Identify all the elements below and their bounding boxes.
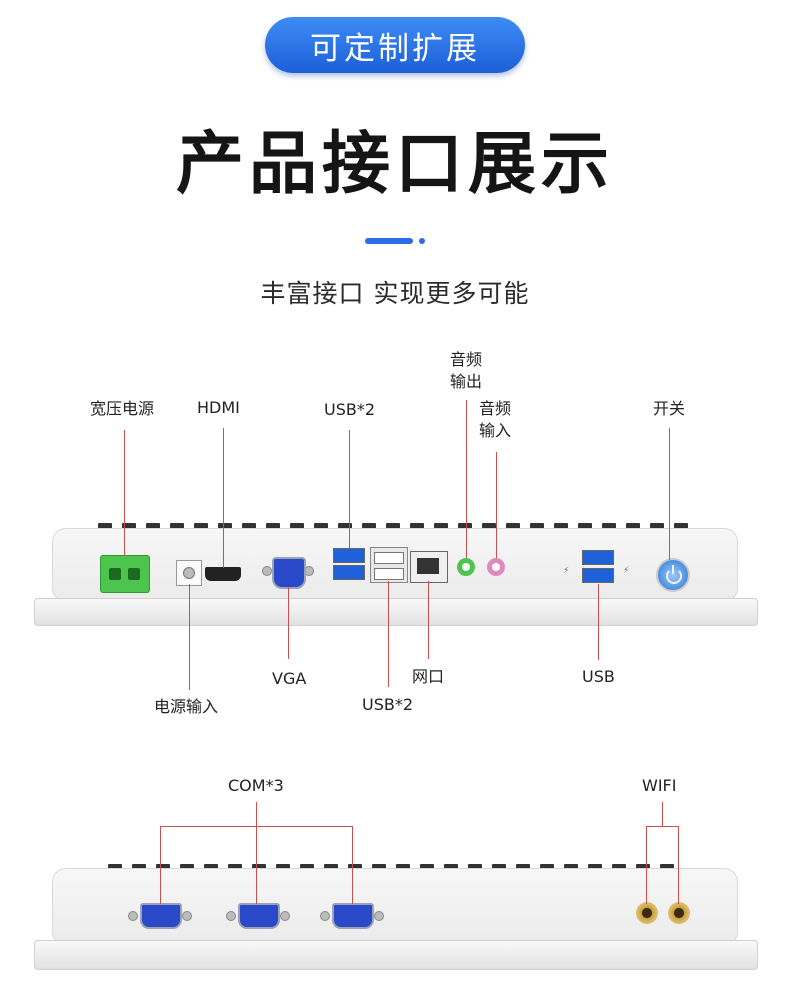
label-power-switch: 开关	[653, 399, 686, 418]
dc-power-input-jack	[176, 560, 202, 586]
label-audio-out: 音频 输出	[450, 350, 483, 391]
label-hdmi: HDMI	[197, 398, 240, 417]
usb-symbol-icon-2: ⚡	[623, 566, 630, 576]
power-button[interactable]	[656, 558, 690, 592]
label-usb-bottom: USB*2	[362, 695, 414, 714]
customizable-badge: 可定制扩展	[265, 17, 525, 73]
label-lan: 网口	[412, 667, 445, 686]
usb-symbol-icon: ⚡	[563, 566, 570, 576]
label-audio-in: 音频 输入	[479, 399, 512, 440]
hdmi-port	[205, 567, 241, 581]
title-underline-dot	[419, 238, 425, 244]
label-com: COM*3	[228, 776, 284, 795]
usb3-stack-right	[582, 550, 614, 584]
label-usb-right: USB	[582, 667, 615, 686]
com-port-3	[320, 902, 384, 930]
usb3-stack-left	[333, 548, 365, 580]
vga-port-top	[262, 557, 314, 589]
com-port-1	[128, 902, 192, 930]
audio-out-jack	[457, 558, 475, 576]
page-title: 产品接口展示	[175, 125, 614, 204]
badge-text: 可定制扩展	[310, 30, 480, 67]
label-usb-top: USB*2	[324, 400, 376, 419]
label-vga: VGA	[272, 669, 307, 688]
label-wifi: WIFI	[642, 776, 677, 795]
wifi-antenna-jack-2	[668, 902, 690, 924]
wifi-antenna-jack-1	[636, 902, 658, 924]
title-underline-bar	[365, 238, 413, 244]
wide-voltage-power-connector	[100, 555, 150, 593]
audio-in-jack	[487, 558, 505, 576]
label-power-input: 电源输入	[154, 697, 219, 716]
usb2-stack	[370, 547, 408, 583]
page-subtitle: 丰富接口 实现更多可能	[260, 279, 530, 308]
label-wide-voltage-power: 宽压电源	[90, 399, 155, 418]
lan-port	[410, 551, 448, 583]
com-port-2	[226, 902, 290, 930]
